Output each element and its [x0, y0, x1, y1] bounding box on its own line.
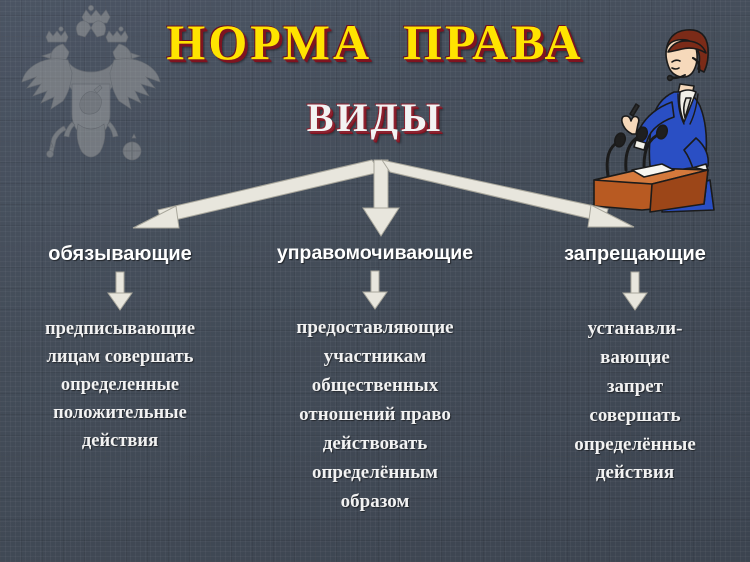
column-body-middle: предоставляющие участникам общественных … — [240, 314, 510, 516]
page-subtitle: ВИДЫ — [306, 95, 444, 140]
category-column-upravomochivayushchie: управомочивающие предоставляющие участни… — [240, 242, 510, 517]
down-arrow-icon-left — [107, 271, 133, 311]
column-body-line: действовать — [322, 432, 428, 454]
down-arrow-icon-middle — [362, 270, 388, 311]
column-body-line: вающие — [600, 346, 670, 368]
column-body-line: отношений право — [299, 404, 451, 426]
branch-arrow-center — [362, 159, 400, 237]
branch-arrow-left — [132, 159, 381, 229]
three-way-branch-arrows — [132, 159, 635, 237]
column-body-right: устанавли- вающие запрет совершать опред… — [520, 315, 750, 488]
column-body-line: участникам — [323, 346, 427, 368]
column-heading-right: запрещающие — [564, 243, 706, 265]
column-body-line: лицам совершать — [46, 347, 194, 368]
column-body-line: определённым — [311, 461, 438, 483]
column-heading-left: обязывающие — [48, 243, 192, 265]
column-body-line: положительные — [53, 403, 187, 424]
column-body-line: определённые — [574, 433, 696, 455]
column-body-line: предоставляющие — [296, 317, 454, 339]
category-column-zapreshchayushchie: запрещающие устанавли- вающие запрет сов… — [520, 243, 750, 488]
down-arrow-icon-right — [622, 271, 648, 311]
column-body-line: общественных — [311, 375, 439, 397]
speaker-at-podium-icon — [593, 29, 715, 213]
column-heading-middle: управомочивающие — [276, 242, 474, 264]
branch-arrow-right — [380, 159, 635, 228]
column-body-line: устанавли- — [587, 318, 683, 339]
column-body-line: действия — [81, 431, 159, 452]
column-body-line: предписывающие — [44, 319, 196, 339]
page-title: НОРМА ПРАВА — [166, 14, 584, 70]
column-body-line: образом — [340, 490, 410, 512]
russian-coat-of-arms-icon — [21, 5, 161, 161]
category-column-obyazyvayushchie: обязывающие предписывающие лицам соверша… — [0, 243, 240, 456]
column-body-line: определенные — [60, 375, 180, 396]
column-body-line: запрет — [606, 375, 664, 397]
column-body-line: совершать — [589, 404, 681, 426]
column-body-left: предписывающие лицам совершать определен… — [0, 315, 240, 456]
column-body-line: действия — [595, 462, 675, 484]
